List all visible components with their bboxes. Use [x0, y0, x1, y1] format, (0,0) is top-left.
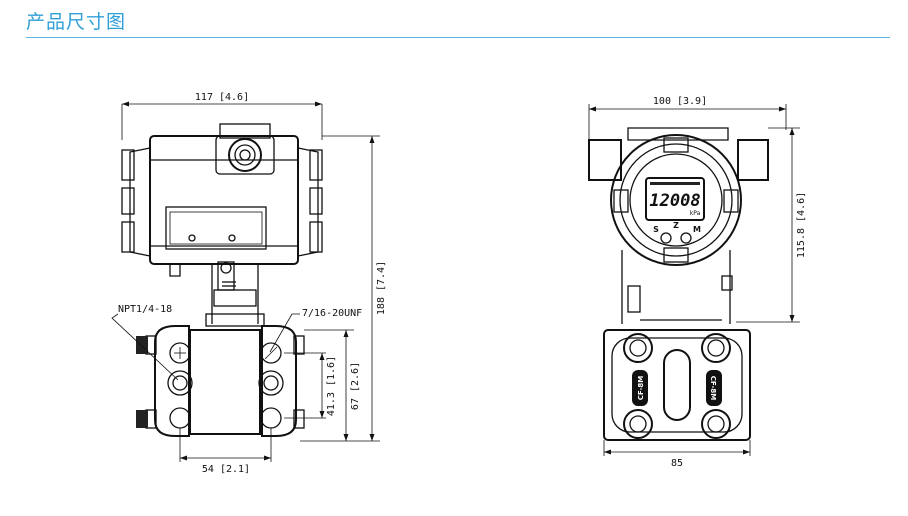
- side-housing: 12008 kPa S Z M: [588, 127, 769, 266]
- bolt-thread-callout: 7/16-20UNF: [302, 308, 362, 319]
- lcd-unit: kPa: [690, 210, 701, 217]
- title-divider: [26, 37, 890, 38]
- side-height-label: 115.8 [4.6]: [796, 192, 807, 258]
- bolt-spacing-label: 41.3 [1.6]: [326, 356, 337, 416]
- side-flange-width-dimension: 85: [603, 440, 751, 469]
- housing-neck: [169, 261, 265, 327]
- side-flange-width-label: 85: [671, 458, 683, 469]
- flange-mark-right: CF-8M: [709, 376, 717, 400]
- side-neck: [621, 250, 733, 324]
- button-label-s: S: [653, 225, 659, 234]
- flange-height-label: 67 [2.6]: [350, 362, 361, 410]
- front-view: 117 [4.6]: [111, 92, 387, 475]
- flange-width-dimension: 54 [2.1]: [179, 428, 272, 475]
- flange-mark-left: CF-8M: [637, 376, 645, 400]
- button-label-m: M: [693, 225, 701, 234]
- side-view: 100 [3.9] 12008 kPa S Z M: [588, 96, 807, 469]
- process-flange-assembly: [136, 325, 305, 437]
- front-width-label: 117 [4.6]: [195, 92, 249, 103]
- process-port-callout: NPT1/4-18: [118, 304, 172, 315]
- front-height-dimensions: 188 [7.4] 67 [2.6] 41.3 [1.6]: [284, 135, 387, 442]
- button-label-z: Z: [673, 221, 679, 230]
- thread-callouts: NPT1/4-18 7/16-20UNF: [111, 304, 362, 381]
- flange-width-label: 54 [2.1]: [202, 464, 250, 475]
- lcd-reading: 12008: [649, 191, 700, 211]
- side-flange: CF-8M CF-8M: [603, 329, 751, 441]
- front-height-label: 188 [7.4]: [376, 261, 387, 315]
- housing-body: [121, 123, 323, 265]
- page-title: 产品尺寸图: [26, 11, 127, 33]
- side-width-label: 100 [3.9]: [653, 96, 707, 107]
- front-width-dimension: 117 [4.6]: [121, 92, 323, 140]
- side-height-dimension: 115.8 [4.6]: [736, 127, 807, 323]
